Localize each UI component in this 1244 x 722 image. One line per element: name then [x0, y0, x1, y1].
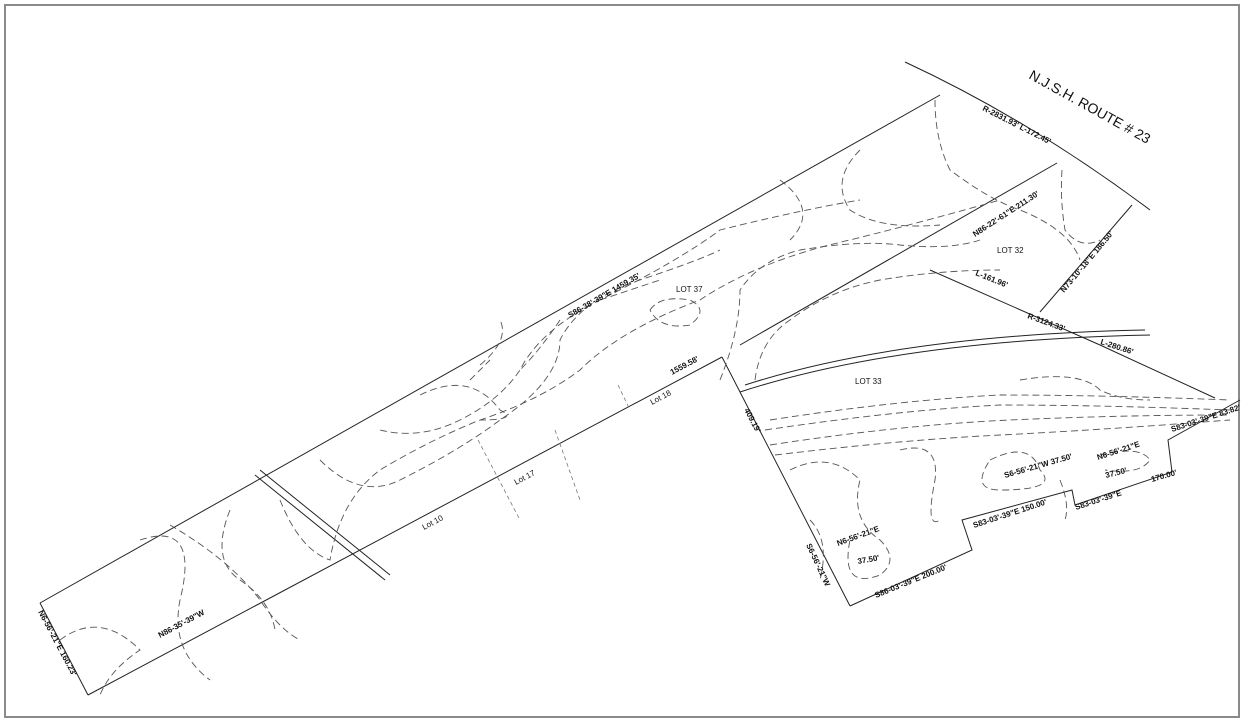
lot33-south-lines: [849, 399, 1241, 607]
lot33-west-length-label: 409.19': [742, 407, 762, 435]
lot32-north-line: [739, 162, 1058, 346]
east-83-label: S83-03'-39"E 83.82': [1170, 403, 1242, 434]
notch-s-label: S6-56'-21"W 37.50': [1003, 452, 1073, 480]
lot32-east-line: [1039, 204, 1133, 313]
contour-lines: [59, 99, 1231, 696]
notch-n2-len-label: 37.50': [1104, 466, 1128, 480]
lot33-north-edge: [739, 334, 1151, 393]
lot17-label: Lot 17: [513, 468, 537, 487]
south-boundary-line: [87, 356, 723, 696]
lot37-label: LOT 37: [676, 285, 703, 294]
west-line-label: N6-56'-21"E 160.23': [36, 609, 78, 678]
stream-line: [254, 469, 391, 581]
lot32-north-label: N86-22'-61"E 211.30': [971, 189, 1041, 239]
bottom-mid-label: S83-03'-39"E: [1074, 488, 1123, 512]
route-23-row-line: [904, 61, 1151, 211]
lot-line-17: [554, 429, 581, 501]
arc-length-2-label: L-280.86': [1099, 337, 1134, 356]
south-line-label: N86-35'-39"W: [157, 608, 207, 640]
arc-line: [929, 269, 1216, 399]
lot-line-18: [617, 384, 631, 411]
lot33-label: LOT 33: [855, 377, 882, 386]
bottom-170-label: 170.00': [1150, 468, 1178, 484]
notch-n2-label: N6-56'-21"E: [1096, 439, 1142, 461]
lot-line-10: [477, 439, 521, 521]
bottom-200-label: S86-03'-39"E 200.00': [873, 563, 948, 600]
south-length-label: 1559.58': [669, 354, 701, 376]
arc-radius-label: R-3124.33': [1026, 311, 1066, 333]
lot33-west-line: [721, 356, 851, 607]
lot33-west-bearing-label: S6-56'-21"W: [804, 542, 832, 588]
road-curve-label: R-2831.93' L-172.45': [981, 104, 1052, 146]
lot32-arc-label: L-161.96': [974, 269, 1009, 290]
north-boundary-line: [39, 94, 941, 604]
lot33-north-edge-2: [744, 329, 1146, 386]
lot32-label: LOT 32: [997, 246, 1024, 255]
lot18-label: Lot 18: [649, 388, 673, 407]
west-boundary-line: [39, 602, 89, 696]
map-frame: [4, 4, 1240, 718]
notch-n-len-label: 37.50': [857, 553, 880, 566]
north-line-label: S86-38'-39"E 1459.35': [567, 271, 642, 320]
lot32-east-label: N73-10'-18"E 186.50': [1059, 229, 1116, 294]
